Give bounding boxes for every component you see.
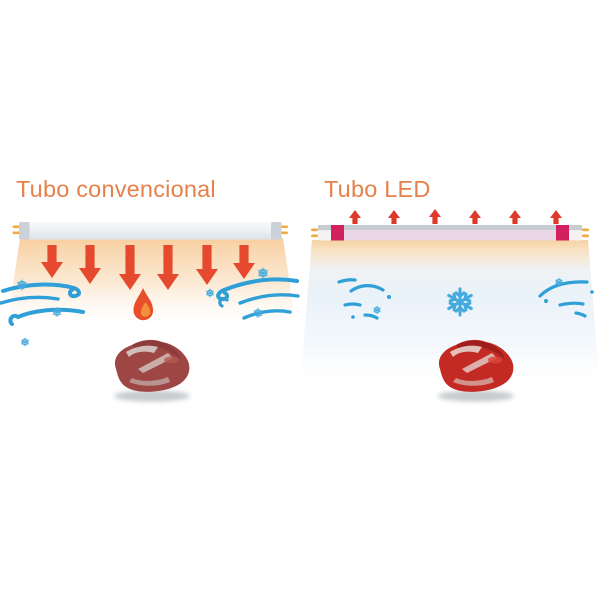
cold-wind-right-icon <box>216 277 300 320</box>
heat-arrow-up-icon <box>429 209 441 224</box>
flame-icon <box>133 288 154 321</box>
meat-fresh-image <box>438 339 514 402</box>
heat-arrow-up-icon <box>469 210 481 224</box>
led-tube-graphic <box>311 225 589 241</box>
meat-shadow <box>438 390 514 402</box>
meat-spoiled-image <box>114 339 190 402</box>
heat-arrow-up-icon <box>388 210 400 224</box>
meat-shadow <box>114 390 190 402</box>
fluorescent-tube-graphic <box>12 222 288 240</box>
cool-light-beam <box>300 240 600 388</box>
warm-light-beam <box>6 238 297 332</box>
heat-arrow-up-icon <box>509 210 521 224</box>
panel-led <box>300 209 600 402</box>
tube-pins-icon <box>311 228 589 238</box>
heat-arrow-up-icon <box>349 210 361 224</box>
led-endcap-crimson <box>556 225 569 241</box>
heat-arrow-down-icon <box>79 245 101 284</box>
panel-title-conventional: Tubo convencional <box>16 176 216 202</box>
heat-arrow-down-icon <box>119 245 141 290</box>
led-heatsink-stripe <box>318 225 582 231</box>
panel-title-led: Tubo LED <box>324 176 431 202</box>
heat-arrow-down-icon <box>41 245 63 278</box>
led-endcap-crimson <box>331 225 344 241</box>
tube-pins-icon <box>12 225 288 235</box>
heat-arrow-up-icon <box>550 210 562 224</box>
tube-endcap <box>271 222 282 240</box>
cold-wind-left-icon <box>337 278 391 320</box>
heat-arrow-down-icon <box>233 245 255 279</box>
panel-conventional <box>0 222 300 402</box>
heat-arrows-down <box>41 245 255 290</box>
heat-arrow-down-icon <box>157 245 179 290</box>
heat-arrow-down-icon <box>196 245 218 285</box>
tube-endcap <box>19 222 30 240</box>
tube-glass-body <box>29 222 271 240</box>
led-diffuser <box>344 230 556 241</box>
snowflake-icon <box>20 337 30 347</box>
heat-arrows-up <box>349 209 562 224</box>
